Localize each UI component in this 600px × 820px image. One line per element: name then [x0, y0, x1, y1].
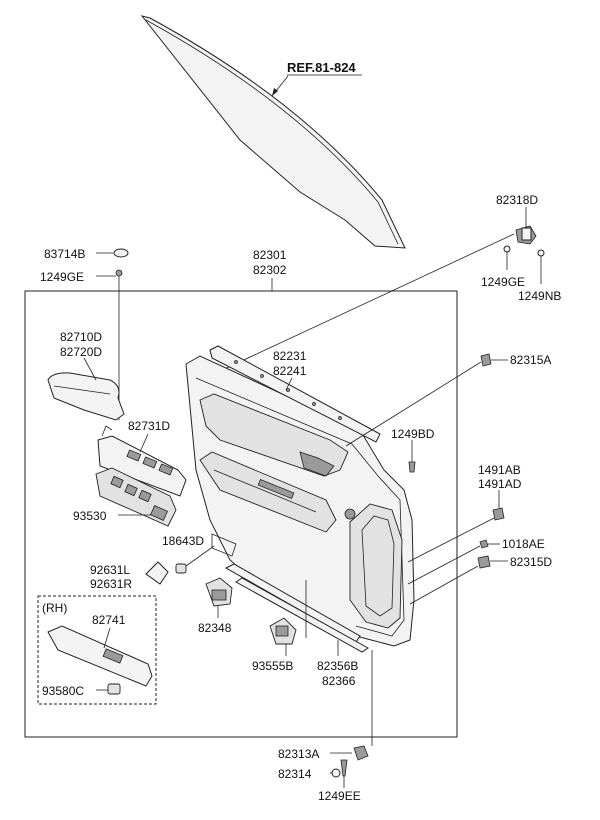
clip-1018AE: [479, 539, 489, 549]
label-82731D: 82731D: [128, 419, 170, 433]
screw-1249NB: [537, 249, 545, 257]
label-1249GE-left: 1249GE: [40, 270, 84, 284]
weatherstrip-82231: [209, 345, 381, 443]
label-82301: 82301: [253, 248, 287, 262]
leader-long-clip: [217, 233, 515, 373]
armrest-82710D: [47, 372, 125, 421]
label-93580C: 93580C: [42, 684, 84, 698]
cap-83714B: [113, 248, 129, 258]
label-1249GE-right: 1249GE: [481, 275, 525, 289]
label-82231: 82231: [273, 349, 307, 363]
door-glass: [140, 15, 406, 249]
label-82241: 82241: [273, 364, 307, 378]
clip-82313A: [353, 745, 369, 761]
label-82302: 82302: [253, 263, 287, 277]
label-92631L: 92631L: [90, 563, 130, 577]
cap-82314: [331, 768, 341, 778]
label-82318D: 82318D: [496, 193, 538, 207]
label-93530: 93530: [73, 509, 107, 523]
screw-1249GE-r: [503, 245, 511, 253]
clip-1491AB: [492, 507, 505, 521]
lamp-92631L: [145, 561, 169, 585]
screw-1249EE: [340, 759, 348, 777]
ref-label: REF.81-824: [287, 60, 356, 75]
label-1249EE: 1249EE: [318, 789, 361, 803]
clip-82318D: [515, 225, 537, 245]
label-83714B: 83714B: [44, 247, 85, 261]
label-1018AE: 1018AE: [502, 537, 545, 551]
assembly-frame: [24, 290, 458, 738]
clip-82315A: [480, 353, 492, 367]
label-82315A: 82315A: [510, 353, 551, 367]
power-window-switch-93530: [95, 467, 177, 527]
label-1491AB: 1491AB: [478, 463, 521, 477]
label-82313A: 82313A: [278, 747, 319, 761]
label-82710D: 82710D: [60, 330, 102, 344]
label-82314: 82314: [278, 767, 312, 781]
door-trim-panel-82301: [185, 355, 415, 647]
clip-82315D: [477, 555, 491, 569]
switch-93555B: [269, 617, 297, 645]
rh-box: [37, 595, 157, 705]
bracket-82348: [205, 577, 233, 607]
label-1249NB: 1249NB: [518, 289, 561, 303]
label-18643D: 18643D: [162, 534, 204, 548]
switch-93580C: [107, 683, 121, 695]
label-82366: 82366: [322, 674, 356, 688]
label-rh: (RH): [42, 601, 67, 615]
bulb-18643D: [175, 563, 187, 574]
arrow-ref: [272, 88, 278, 96]
label-82356B: 82356B: [317, 659, 358, 673]
screw-1249GE-l: [115, 269, 123, 277]
garnish-82356B: [224, 563, 369, 653]
label-82741: 82741: [92, 613, 126, 627]
screw-1249BD: [408, 461, 416, 473]
label-82315D: 82315D: [510, 555, 552, 569]
label-92631R: 92631R: [90, 577, 132, 591]
switch-panel-82741: [47, 625, 153, 687]
label-1491AD: 1491AD: [478, 477, 522, 491]
label-82720D: 82720D: [60, 345, 102, 359]
label-82348: 82348: [198, 621, 232, 635]
switch-panel-82731D: [97, 425, 187, 497]
label-93555B: 93555B: [252, 659, 293, 673]
label-1249BD: 1249BD: [391, 427, 435, 441]
